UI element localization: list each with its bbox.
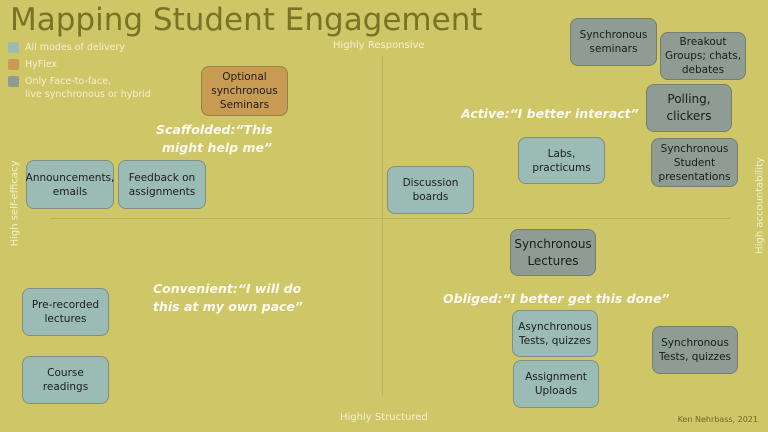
swatch-all-icon: [8, 42, 19, 53]
swatch-f2f-icon: [8, 76, 19, 87]
quadrant-line: Obliged:“I better get this done”: [443, 291, 670, 306]
item-polling: Polling,clickers: [646, 84, 732, 132]
quadrant-line: Scaffolded:“This: [156, 122, 273, 137]
page-title: Mapping Student Engagement: [10, 2, 483, 38]
swatch-hyflex-icon: [8, 59, 19, 70]
legend-label: HyFlex: [25, 59, 58, 70]
legend-item-hyflex: HyFlex: [8, 57, 151, 74]
quadrant-obliged: Obliged:“I better get this done”: [443, 290, 670, 308]
quadrant-line: Active:“I better interact”: [461, 106, 639, 121]
quadrant-scaffolded: Scaffolded:“This might help me”: [156, 121, 273, 157]
credit: Ken Nehrbass, 2021: [677, 415, 758, 424]
legend-item-all: All modes of delivery: [8, 40, 151, 57]
legend-label: Only Face-to-face,: [25, 76, 112, 87]
axis-left-label: High self-efficacy: [9, 160, 21, 247]
quadrant-line: Convenient:“I will do: [153, 281, 302, 296]
legend-item-f2f: Only Face-to-face,: [8, 74, 151, 91]
quadrant-line: this at my own pace”: [153, 299, 303, 314]
legend-label: All modes of delivery: [25, 42, 126, 53]
item-announcements: Announcements,emails: [26, 160, 114, 209]
axis-right-label: High accountability: [754, 157, 766, 254]
item-labs: Labs,practicums: [518, 137, 605, 184]
legend-sublabel: live synchronous or hybrid: [25, 89, 151, 100]
quadrant-convenient: Convenient:“I will do this at my own pac…: [153, 280, 303, 316]
axis-top-label: Highly Responsive: [333, 40, 425, 51]
legend: All modes of delivery HyFlex Only Face-t…: [8, 40, 151, 103]
axis-bottom-label: Highly Structured: [340, 412, 428, 423]
horizontal-axis: [50, 218, 730, 219]
vertical-axis: [382, 56, 383, 396]
quadrant-active: Active:“I better interact”: [461, 105, 639, 123]
quadrant-line: might help me”: [162, 140, 272, 155]
